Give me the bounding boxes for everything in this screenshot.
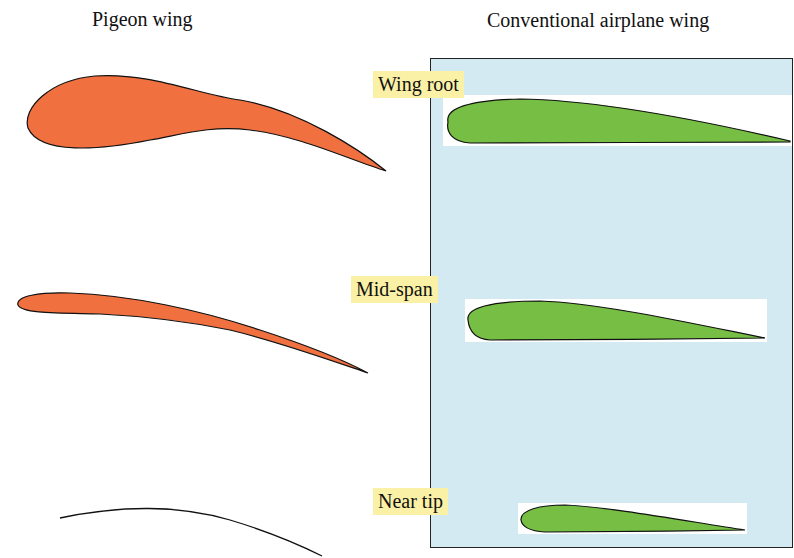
airplane-airfoil [448,99,790,143]
panel-ground [430,58,793,548]
highlight-label: Wing root [373,71,464,98]
pigeon-airfoil [60,508,322,556]
pigeon-airfoil [27,76,386,171]
airfoil-strip [443,95,792,146]
airfoil-strip [465,299,767,342]
section-label: Wing root [378,73,459,96]
airplane-airfoil [521,505,745,532]
panel-heading: Conventional airplane wing [487,9,709,32]
highlight-label: Near tip [373,488,448,515]
wing-panel: Conventional airplane wingWing rootMid-s… [430,58,793,548]
highlight-label: Mid-span [351,276,438,303]
pigeon-airfoil [18,293,368,373]
column-heading: Pigeon wing [92,8,193,31]
airplane-airfoil [468,301,765,340]
section-label: Mid-span [356,278,433,301]
section-label: Near tip [378,490,443,513]
airfoil-strip [518,503,747,534]
